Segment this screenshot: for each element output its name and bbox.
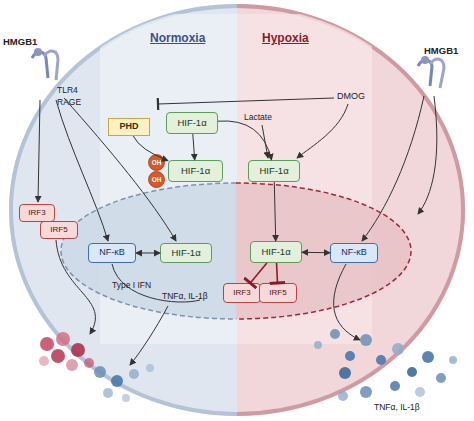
cytokine-dot: [40, 337, 54, 351]
cytokine-dot: [103, 388, 113, 398]
node-text: IRF5: [269, 289, 286, 298]
receptor-symbol: [44, 51, 58, 80]
protein-box: HIF-1α: [248, 160, 300, 182]
receptor-symbol: [418, 56, 444, 88]
hydroxyl-circle: OH: [148, 154, 165, 171]
ligand-name: HMGB1: [3, 37, 37, 47]
protein-box: NF-κB: [88, 243, 136, 263]
protein-box: HIF-1α: [160, 243, 212, 263]
cytokine-dot: [122, 394, 130, 402]
cytokine-dot: [436, 373, 446, 383]
cytokine-dot: [407, 367, 417, 377]
condition-heading: Normoxia: [150, 32, 205, 45]
cytokine-name: Type I IFN: [112, 281, 151, 290]
cell-half-fill: [9, 4, 237, 416]
node-text: HIF-1α: [177, 118, 206, 128]
protein-box: IRF5: [40, 221, 78, 239]
cytokine-dot: [449, 356, 457, 364]
receptor-symbol: [418, 60, 432, 86]
receptor-name: RAGE: [57, 98, 81, 107]
cell-half-fill: [237, 4, 465, 416]
hydroxyl-circle-shape: [149, 155, 165, 171]
node-text: HIF-1α: [259, 166, 288, 176]
cell-membrane: [237, 6, 463, 414]
node-text: IRF3: [233, 289, 250, 298]
protein-box: NF-κB: [330, 243, 378, 263]
condition-heading: Hypoxia: [262, 32, 309, 45]
protein-box: HIF-1α: [168, 160, 223, 182]
cytokine-dot: [415, 387, 425, 397]
enzyme-box: PHD: [108, 118, 150, 136]
cytokine-name: TNFα, IL-1β: [162, 292, 208, 301]
node-text: HIF-1α: [261, 247, 290, 257]
cytokine-dot: [66, 359, 78, 371]
node-text: OH: [152, 176, 162, 183]
cytokine-dot: [422, 351, 434, 363]
normoxia-half: NormoxiaPHDHIF-1αOHOHHIF-1αIRF3IRF5NF-κB…: [9, 4, 237, 416]
ligand-symbol: [34, 48, 42, 56]
receptor-symbol: [430, 59, 444, 88]
cytokine-dot: [51, 349, 65, 363]
protein-box: IRF3: [19, 204, 55, 222]
node-text: OH: [152, 159, 162, 166]
node-text: HIF-1α: [181, 166, 210, 176]
node-text: NF-κB: [341, 248, 367, 258]
receptor-name: TLR4: [57, 86, 78, 95]
node-text: IRF5: [50, 226, 67, 235]
receptor-symbol: [32, 52, 48, 78]
node-text: IRF3: [28, 209, 45, 218]
hydroxyl-circle: OH: [148, 171, 165, 188]
compound-name: DMOG: [337, 92, 365, 102]
hypoxia-half: HypoxiaHIF-1αHIF-1αNF-κBIRF3IRF5: [237, 4, 465, 416]
ligand-name: HMGB1: [424, 46, 458, 56]
cytokine-name: TNFα, IL-1β: [374, 403, 420, 412]
node-text: PHD: [119, 122, 138, 132]
node-text: NF-κB: [99, 248, 125, 258]
cell-half-shape: [237, 4, 465, 416]
cytokine-dot: [390, 381, 400, 391]
metabolite-name: Lactate: [244, 113, 272, 122]
protein-box: IRF5: [259, 283, 297, 303]
cytokine-dot: [360, 386, 372, 398]
hydroxyl-circle-shape: [149, 172, 165, 188]
protein-box: HIF-1α: [166, 112, 218, 134]
node-text: HIF-1α: [171, 248, 200, 258]
cytokine-dot: [39, 356, 49, 366]
protein-box: HIF-1α: [250, 241, 302, 263]
ligand-symbol: [421, 56, 429, 64]
receptor-symbol: [32, 48, 58, 80]
cell-membrane: [11, 6, 237, 414]
protein-box: IRF3: [223, 283, 261, 303]
